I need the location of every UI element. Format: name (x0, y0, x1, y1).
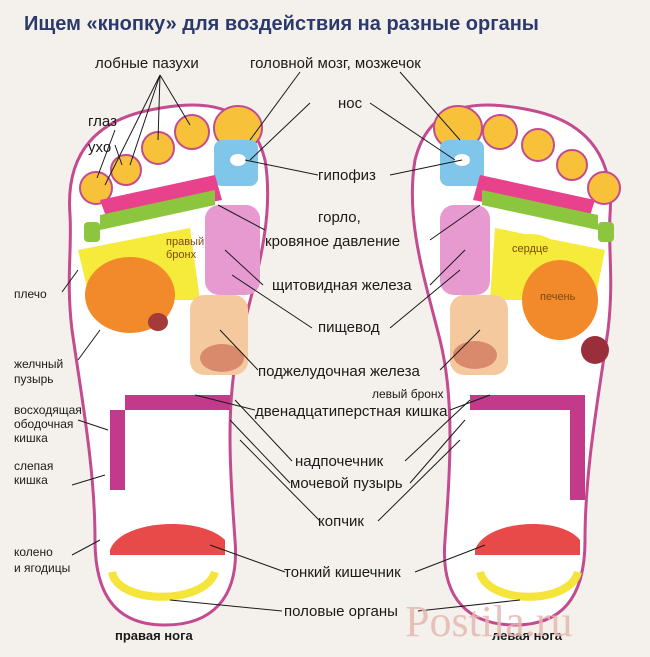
label-pancreas: поджелудочная железа (258, 363, 421, 380)
left-ear-zone (598, 222, 614, 242)
label-liver: печень (540, 291, 576, 303)
label-small-intestine: тонкий кишечник (284, 564, 401, 581)
right-toe-4 (174, 114, 210, 150)
right-toe-1 (79, 171, 113, 205)
label-asc-colon-1: восходящая (14, 403, 82, 417)
right-colon-zone (110, 395, 230, 490)
label-pituitary: гипофиз (318, 167, 376, 184)
label-thyroid: щитовидная железа (272, 277, 412, 294)
label-frontal-sinuses: лобные пазухи (95, 55, 199, 72)
left-small-intestine-zone (475, 523, 580, 555)
label-ear: ухо (88, 139, 111, 156)
label-coccyx: копчик (318, 513, 364, 530)
right-pituitary-zone (230, 154, 246, 166)
label-adrenal: надпочечник (295, 453, 384, 470)
label-right-bronchus-1: правый (166, 236, 204, 248)
watermark: Postila.ru (405, 597, 572, 646)
label-genitals: половые органы (284, 603, 398, 620)
label-esophagus: пищевод (318, 319, 380, 336)
right-toe-2 (110, 154, 142, 186)
label-knee-1: колено (14, 545, 53, 559)
right-ear-zone (84, 222, 100, 242)
label-bladder: мочевой пузырь (290, 475, 403, 492)
label-gallbladder-2: пузырь (14, 372, 54, 386)
left-heart-zone (504, 234, 556, 262)
label-brain: головной мозг, мозжечок (250, 55, 421, 72)
left-liver-zone (522, 260, 598, 340)
left-spleen-zone (581, 336, 609, 364)
right-thyroid-zone (205, 205, 260, 295)
left-toe-4 (482, 114, 518, 150)
right-foot (67, 103, 270, 627)
label-cecum-1: слепая (14, 459, 53, 473)
label-nose: нос (338, 95, 363, 112)
label-duodenum: двенадцатиперстная кишка (255, 403, 448, 420)
label-left-bronchus: левый бронх (372, 387, 444, 401)
page-title: Ищем «кнопку» для воздействия на разные … (24, 13, 539, 35)
right-genital-zone (108, 570, 219, 601)
right-gallbladder-zone (148, 313, 168, 331)
labels: лобные пазухи головной мозг, мозжечок гл… (14, 55, 576, 646)
right-liver-zone (85, 257, 175, 333)
label-throat: горло, (318, 209, 361, 226)
label-blood-pressure: кровяное давление (265, 233, 400, 250)
left-foot (410, 103, 621, 627)
left-genital-zone (476, 570, 582, 601)
label-knee-2: и ягодицы (14, 561, 70, 575)
right-neck-zone (100, 190, 215, 230)
left-colon-zone (470, 395, 585, 500)
right-small-intestine-zone (110, 523, 225, 555)
label-asc-colon-3: кишка (14, 431, 48, 445)
label-eye: глаз (88, 113, 117, 130)
left-toe-2 (556, 149, 588, 181)
left-stomach-zone (453, 341, 497, 369)
left-neck-zone (482, 190, 598, 230)
label-heart: сердце (512, 243, 548, 255)
label-right-leg: правая нога (115, 628, 193, 643)
leader-lines (61, 71, 521, 612)
label-right-bronchus-2: бронх (166, 249, 197, 261)
label-cecum-2: кишка (14, 473, 48, 487)
left-toe-1 (587, 171, 621, 205)
label-left-leg: левая нога (492, 628, 563, 643)
right-stomach-zone (200, 344, 244, 372)
left-toe-3 (521, 128, 555, 162)
label-gallbladder-1: желчный (14, 357, 63, 371)
label-asc-colon-2: ободочная (14, 417, 73, 431)
label-shoulder: плечо (14, 287, 47, 301)
